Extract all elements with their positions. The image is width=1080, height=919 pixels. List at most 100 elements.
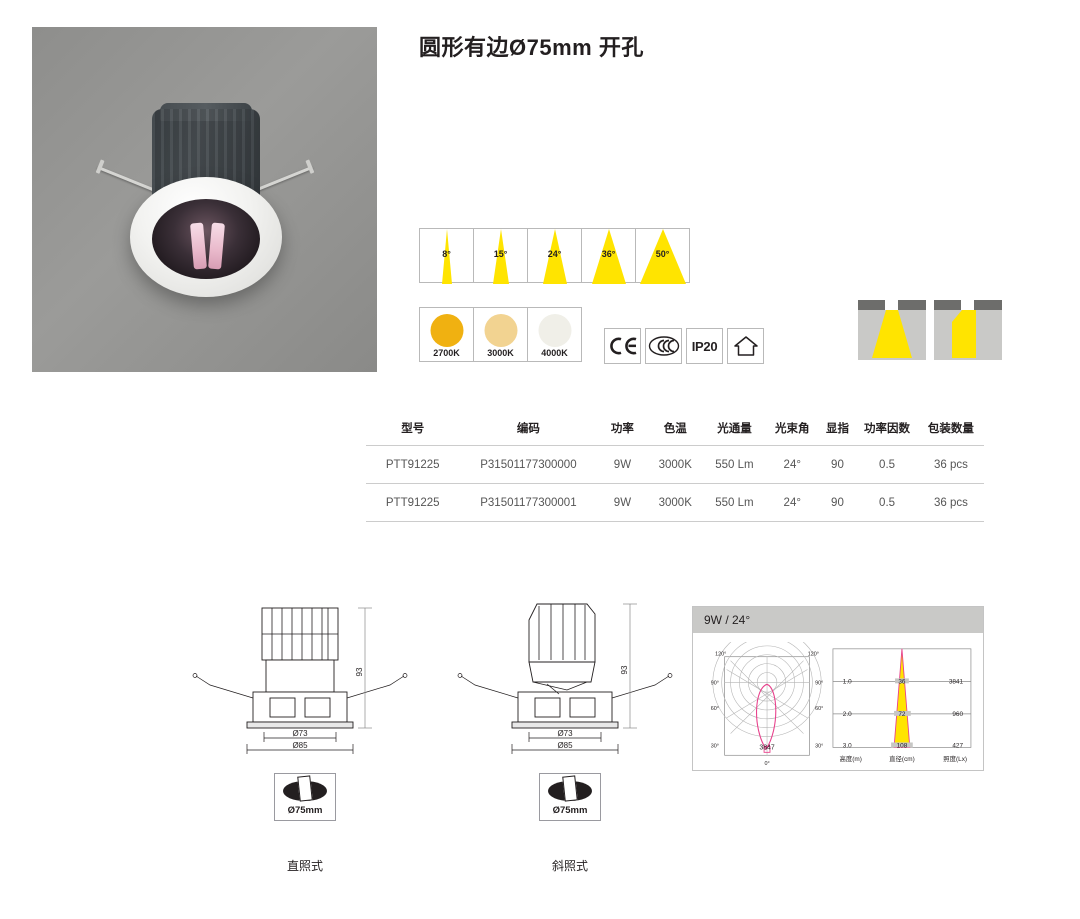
cell-beam-angle: 24° bbox=[765, 445, 819, 484]
cutout-badge-direct: Ø75mm bbox=[274, 773, 336, 821]
cell-code: P31501177300000 bbox=[459, 445, 598, 484]
cct-label: 2700K bbox=[433, 348, 460, 358]
cone-height-2: 2.0 bbox=[843, 711, 852, 718]
cct-option-2700k[interactable]: 2700K bbox=[419, 307, 474, 362]
indoor-use-badge bbox=[727, 328, 764, 364]
beam-angle-option-24[interactable]: 24° bbox=[527, 228, 582, 284]
cct-label: 4000K bbox=[541, 348, 568, 358]
section-view-tilt: 93 Ø73 Ø85 bbox=[457, 603, 673, 754]
cell-code: P31501177300001 bbox=[459, 483, 598, 522]
drawing-caption-direct: 直照式 bbox=[286, 859, 323, 873]
cutout-label: Ø75mm bbox=[552, 805, 588, 816]
page-title: 圆形有边Ø75mm 开孔 bbox=[419, 35, 644, 60]
beam-angle-option-50[interactable]: 50° bbox=[635, 228, 690, 284]
illuminance-cone-chart: 1.0 36 3841 2.0 72 960 3.0 108 427 高度(m)… bbox=[832, 648, 972, 763]
cone-axis-label-height: 高度(m) bbox=[840, 754, 862, 763]
cell-package-qty: 36 pcs bbox=[917, 483, 984, 522]
photometric-panel: 9W / 24° 120° 120 bbox=[692, 606, 984, 771]
beam-angle-option-36[interactable]: 36° bbox=[581, 228, 636, 284]
downlight-fixture-illustration bbox=[90, 91, 320, 321]
polar-label-0: 0° bbox=[764, 761, 769, 767]
cct-swatch-icon bbox=[484, 314, 517, 347]
cone-diameter-2: 72 bbox=[899, 711, 907, 718]
cct-label: 3000K bbox=[487, 348, 514, 358]
polar-label-60-left: 60° bbox=[711, 706, 719, 712]
beam-angle-option-15[interactable]: 15° bbox=[473, 228, 528, 284]
led-reflection-left bbox=[189, 222, 207, 270]
drawing-canvas-tilt: 93 Ø73 Ø85 bbox=[455, 590, 685, 755]
fixture-side-icon bbox=[297, 775, 313, 802]
beam-cone-icon bbox=[639, 229, 686, 284]
column-header-power: 功率 bbox=[597, 420, 648, 446]
cct-swatch-icon bbox=[538, 314, 571, 347]
cell-cct: 3000K bbox=[647, 483, 704, 522]
cell-model: PTT91225 bbox=[366, 445, 460, 484]
cell-power-factor: 0.5 bbox=[856, 483, 918, 522]
technical-drawing-tilt: 93 Ø73 Ø85 Ø75mm 斜照式 bbox=[415, 590, 725, 874]
cell-package-qty: 36 pcs bbox=[917, 445, 984, 484]
beam-angle-label: 8° bbox=[442, 249, 451, 259]
dimension-outer-direct: Ø85 bbox=[292, 741, 308, 750]
polar-intensity-chart: 120° 120° 90° 90° 60° 60° 30° 30° 0° 384… bbox=[711, 642, 823, 767]
cone-height-3: 3.0 bbox=[843, 742, 852, 749]
beam-angle-label: 24° bbox=[547, 249, 562, 259]
cone-height-1: 1.0 bbox=[843, 678, 852, 685]
ip-rating-label: IP20 bbox=[691, 338, 718, 354]
cone-diameter-1: 36 bbox=[899, 678, 907, 685]
certification-badges: IP20 bbox=[604, 328, 768, 364]
column-header-model: 型号 bbox=[366, 420, 460, 446]
cell-cct: 3000K bbox=[647, 445, 704, 484]
dimension-outer-tilt: Ø85 bbox=[557, 741, 573, 750]
asymmetric-beam-icon bbox=[952, 310, 976, 358]
table-row: PTT91225 P31501177300000 9W 3000K 550 Lm… bbox=[366, 445, 984, 484]
symmetric-beam-icon bbox=[872, 310, 912, 358]
drawing-canvas-direct: 93 Ø73 Ø85 bbox=[190, 590, 420, 755]
polar-label-60-right: 60° bbox=[815, 706, 823, 712]
photometric-title: 9W / 24° bbox=[693, 607, 983, 633]
beam-direction-illustrations bbox=[858, 300, 1002, 360]
fixture-side-icon bbox=[562, 775, 578, 802]
cell-power: 9W bbox=[597, 483, 648, 522]
symmetric-downlight-beam bbox=[858, 300, 926, 360]
cutout-badge-tilt: Ø75mm bbox=[539, 773, 601, 821]
ip20-badge: IP20 bbox=[686, 328, 723, 364]
polar-label-30-left: 30° bbox=[711, 743, 719, 749]
cone-axis-label-diameter: 直径(cm) bbox=[889, 754, 915, 763]
column-header-power-factor: 功率因数 bbox=[856, 420, 918, 446]
ccc-badge bbox=[645, 328, 682, 364]
led-reflection-right bbox=[207, 222, 225, 270]
specification-table: 型号 编码 功率 色温 光通量 光束角 显指 功率因数 包装数量 PTT9122… bbox=[366, 420, 984, 522]
polar-label-30-right: 30° bbox=[815, 743, 823, 749]
cct-option-3000k[interactable]: 3000K bbox=[473, 307, 528, 362]
cct-option-4000k[interactable]: 4000K bbox=[527, 307, 582, 362]
column-header-beam-angle: 光束角 bbox=[765, 420, 819, 446]
cell-flux: 550 Lm bbox=[703, 483, 766, 522]
column-header-code: 编码 bbox=[459, 420, 598, 446]
beam-cone-icon bbox=[591, 229, 626, 284]
table-header-row: 型号 编码 功率 色温 光通量 光束角 显指 功率因数 包装数量 bbox=[366, 420, 984, 446]
cell-beam-angle: 24° bbox=[765, 483, 819, 522]
cell-power: 9W bbox=[597, 445, 648, 484]
cutout-label: Ø75mm bbox=[287, 805, 323, 816]
aperture-opening bbox=[961, 300, 974, 310]
dimension-inner-tilt: Ø73 bbox=[557, 729, 573, 738]
beam-cone-icon bbox=[542, 229, 567, 284]
cct-swatch-icon bbox=[430, 314, 463, 347]
section-view-direct: 93 Ø73 Ø85 bbox=[192, 607, 408, 754]
beam-angle-label: 15° bbox=[493, 249, 508, 259]
cone-lux-1: 3841 bbox=[949, 678, 964, 685]
beam-angle-option-8[interactable]: 8° bbox=[419, 228, 474, 284]
dimension-inner-direct: Ø73 bbox=[292, 729, 308, 738]
trim-ring bbox=[129, 177, 282, 298]
ccc-icon bbox=[648, 336, 679, 356]
dimension-height-direct: 93 bbox=[355, 667, 364, 676]
column-header-flux: 光通量 bbox=[703, 420, 766, 446]
aperture-opening bbox=[885, 300, 898, 310]
beam-cone-icon bbox=[441, 229, 452, 284]
beam-cone-icon bbox=[492, 229, 509, 284]
beam-angle-label: 36° bbox=[601, 249, 616, 259]
cell-flux: 550 Lm bbox=[703, 445, 766, 484]
ce-icon bbox=[609, 337, 636, 355]
ce-badge bbox=[604, 328, 641, 364]
polar-center-value: 3847 bbox=[759, 744, 774, 751]
